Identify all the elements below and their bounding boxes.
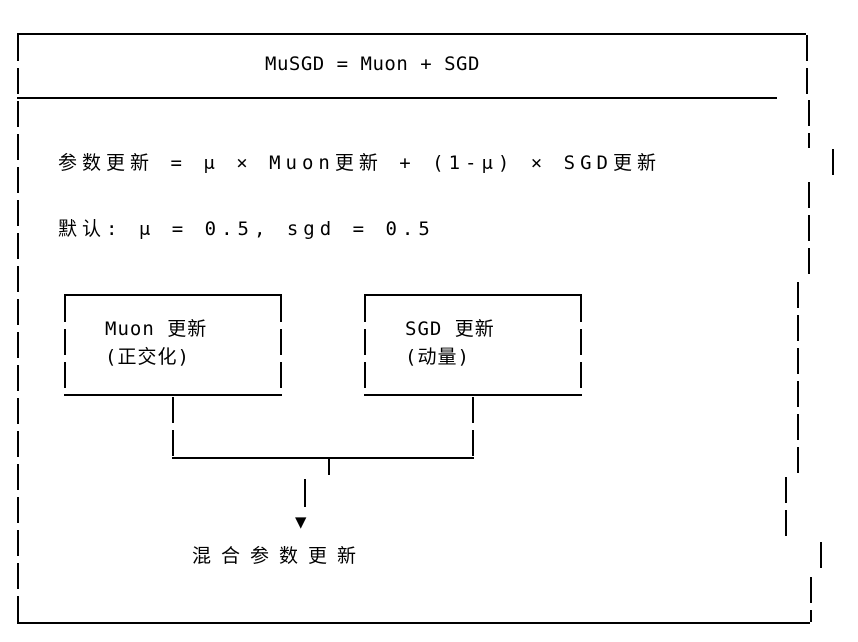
sgd-box-subtitle: (动量) [405,346,470,368]
sgd-box-title: SGD 更新 [405,318,495,340]
outer-box-right-border-segment [808,100,810,148]
outer-box-right-border-segment [785,477,787,539]
muon-connector-line [172,397,174,457]
muon-box-subtitle: (正交化) [105,346,190,368]
outer-box-right-border-segment [808,182,810,281]
diagram-title: MuSGD = Muon + SGD [265,53,480,75]
muon-box: Muon 更新 (正交化) [64,294,282,396]
outer-box-right-border-segment [820,542,822,575]
outer-box-bottom-border [17,622,810,624]
sgd-box: SGD 更新 (动量) [364,294,582,396]
muon-box-right-border [280,296,282,394]
outer-box-right-border-segment [806,35,808,98]
result-text: 混合参数更新 [192,545,367,567]
outer-box-right-border-segment [797,282,799,474]
outer-box-top-border [17,33,806,35]
merge-drop-line [304,479,306,507]
muon-box-left-border [64,296,66,394]
outer-box-left-border [17,35,19,622]
outer-box-right-border-segment [810,577,812,622]
outer-box-right-border-segment [832,149,834,181]
sgd-box-right-border [580,296,582,394]
sgd-connector-line [472,397,474,457]
formula-text: 参数更新 = μ × Muon更新 + (1-μ) × SGD更新 [58,152,661,174]
defaults-text: 默认: μ = 0.5, sgd = 0.5 [58,218,435,240]
title-divider-line [17,97,777,99]
merge-line [172,457,474,459]
muon-box-title: Muon 更新 [105,318,208,340]
arrow-down-icon: ▼ [295,511,307,533]
merge-stub [328,459,330,475]
sgd-box-left-border [364,296,366,394]
